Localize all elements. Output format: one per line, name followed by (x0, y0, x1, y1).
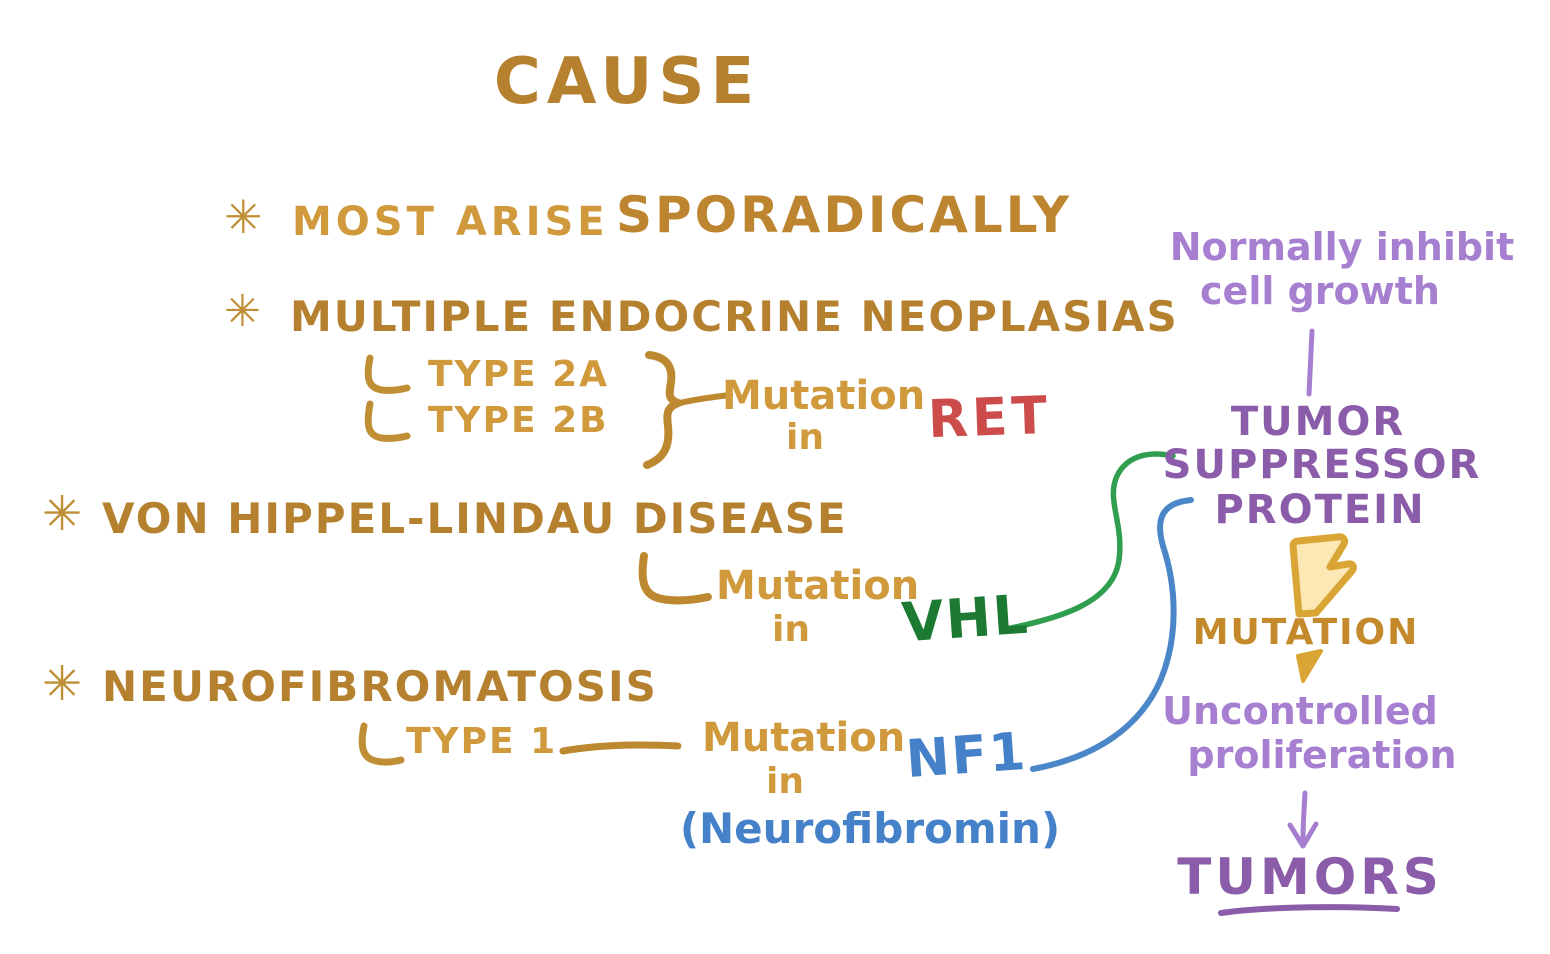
hook-type1 (358, 722, 405, 766)
asterisk-icon: ✳ (224, 286, 261, 337)
tsp-name-line1: TUMOR (1230, 399, 1406, 445)
down-arrow-head-icon (1287, 821, 1319, 849)
mutation-label: MUTATION (1192, 612, 1420, 653)
gene-nf1: NF1 (904, 721, 1030, 791)
men-mutation-word: Mutation (722, 373, 926, 419)
effect-line2: proliferation (1187, 733, 1457, 777)
men-in-word: in (786, 417, 824, 458)
type1-to-mutation-line (559, 741, 682, 755)
page-title: CAUSE (493, 45, 761, 119)
hook-type2b (364, 400, 411, 442)
bullet-nf-label: NEUROFIBROMATOSIS (102, 662, 658, 711)
bullet-sporadically: SPORADICALLY (616, 186, 1072, 244)
bullet-most-arise: MOST ARISE (292, 199, 609, 245)
tumors-underline (1218, 904, 1400, 916)
nf-mutation-word: Mutation (702, 715, 906, 761)
nf1-connector-curve (1030, 497, 1194, 772)
gene-vhl: VHL (899, 582, 1032, 655)
men-type2a-label: TYPE 2A (428, 354, 610, 395)
brace-type2ab (643, 351, 689, 469)
brace-to-mutation-line (676, 392, 733, 406)
tsp-note-line2: cell growth (1200, 269, 1440, 313)
nf-protein-label: (Neurofibromin) (679, 804, 1061, 853)
tumors-result-label: TUMORS (1177, 848, 1443, 906)
lightning-bolt-tail-icon (1296, 649, 1323, 683)
tsp-name-line3: PROTEIN (1214, 487, 1426, 533)
asterisk-icon: ✳ (224, 190, 263, 244)
vhl-in-word: in (772, 609, 810, 650)
hook-vhl-mutation (638, 552, 712, 605)
asterisk-icon: ✳ (42, 486, 83, 542)
effect-line1: Uncontrolled (1162, 689, 1438, 733)
hook-type2a (364, 354, 411, 394)
men-type2b-label: TYPE 2B (428, 400, 609, 441)
tsp-name-line2: SUPPRESSOR (1162, 442, 1482, 488)
vhl-connector-curve (1003, 451, 1176, 632)
nf-type1-label: TYPE 1 (406, 721, 558, 762)
vhl-mutation-word: Mutation (716, 563, 920, 609)
lightning-bolt-icon (1289, 533, 1357, 618)
gene-ret: RET (926, 385, 1053, 451)
tsp-note-line1: Normally inhibit (1169, 225, 1515, 269)
nf-in-word: in (766, 761, 804, 802)
note-connector-line (1306, 328, 1315, 397)
down-arrow-shaft (1300, 790, 1308, 843)
bullet-men-label: MULTIPLE ENDOCRINE NEOPLASIAS (290, 292, 1179, 341)
asterisk-icon: ✳ (42, 656, 83, 712)
bullet-vhl-label: VON HIPPEL-LINDAU DISEASE (102, 494, 848, 543)
